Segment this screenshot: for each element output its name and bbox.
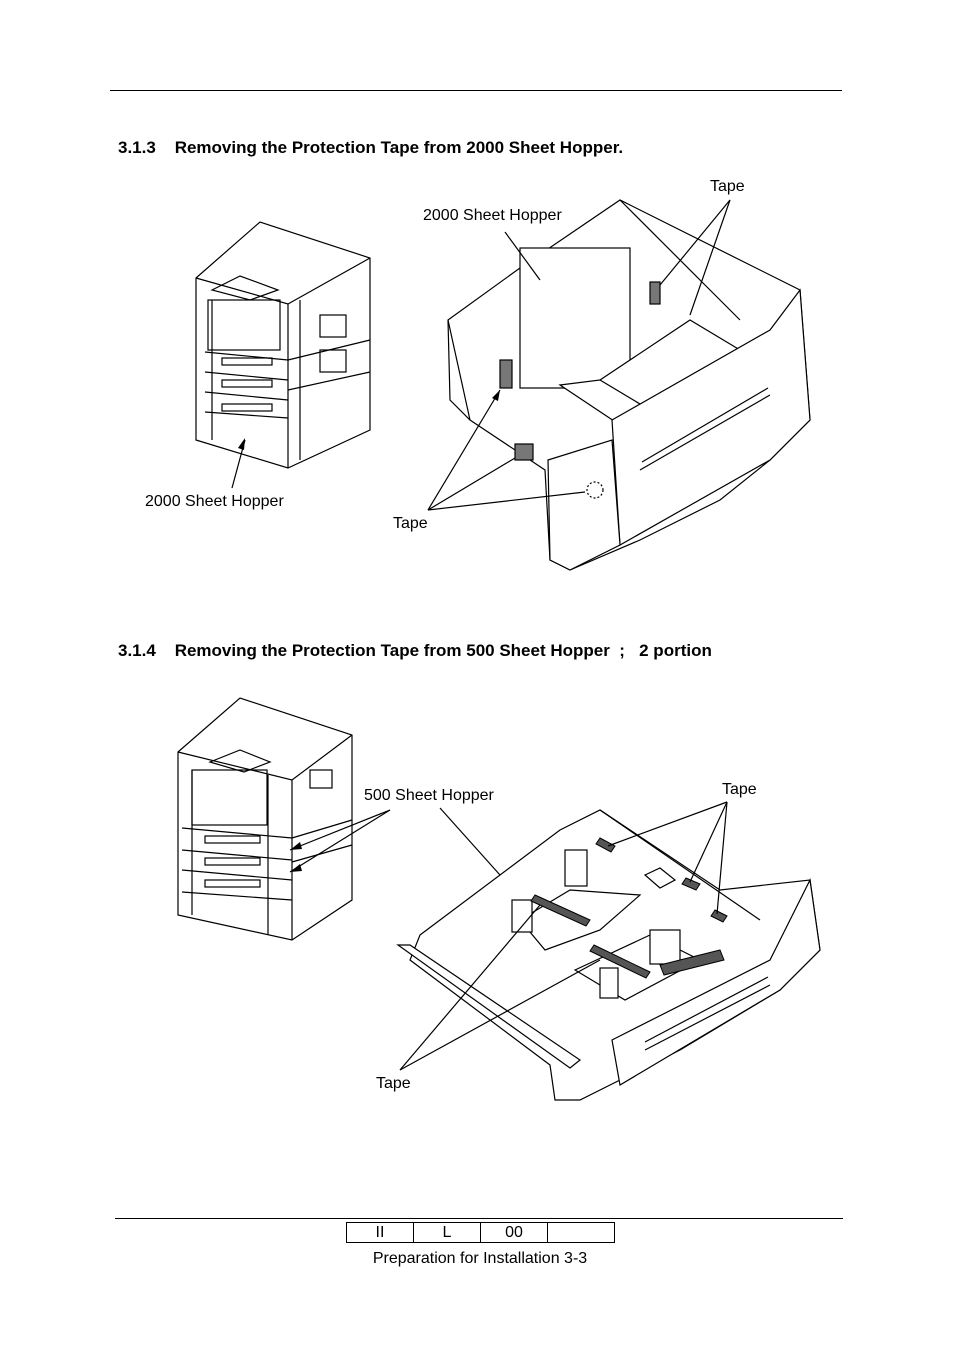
printer-illustration-1 [195, 221, 371, 469]
page-footer-label: Preparation for Installation 3-3 [372, 1250, 588, 1267]
table-row: II L 00 [346, 1222, 615, 1243]
label-tape-bottom-1: Tape [393, 515, 428, 532]
leader-lines-1 [231, 199, 731, 511]
label-500-sheet-hopper: 500 Sheet Hopper [364, 787, 494, 804]
label-2000-sheet-hopper-top: 2000 Sheet Hopper [423, 207, 562, 224]
section-heading-3-1-3: 3.1.3 Removing the Protection Tape from … [118, 138, 624, 157]
tape-strips-2 [530, 837, 728, 979]
revision-cell [547, 1222, 615, 1243]
revision-cell: II [346, 1222, 414, 1243]
label-tape-top-2: Tape [722, 781, 757, 798]
label-tape-bottom-2: Tape [376, 1075, 411, 1092]
header-rule [110, 90, 842, 91]
label-tape-top-1: Tape [710, 178, 745, 195]
revision-cell: 00 [480, 1222, 548, 1243]
section-heading-3-1-4: 3.1.4 Removing the Protection Tape from … [118, 641, 712, 660]
printer-illustration-2 [177, 697, 353, 941]
revision-table: II L 00 [346, 1222, 615, 1243]
footer-rule [115, 1218, 843, 1219]
hopper-2000-illustration [447, 199, 811, 571]
revision-cell: L [413, 1222, 481, 1243]
label-2000-sheet-hopper-left: 2000 Sheet Hopper [145, 493, 284, 510]
leader-lines-2 [289, 801, 728, 1071]
